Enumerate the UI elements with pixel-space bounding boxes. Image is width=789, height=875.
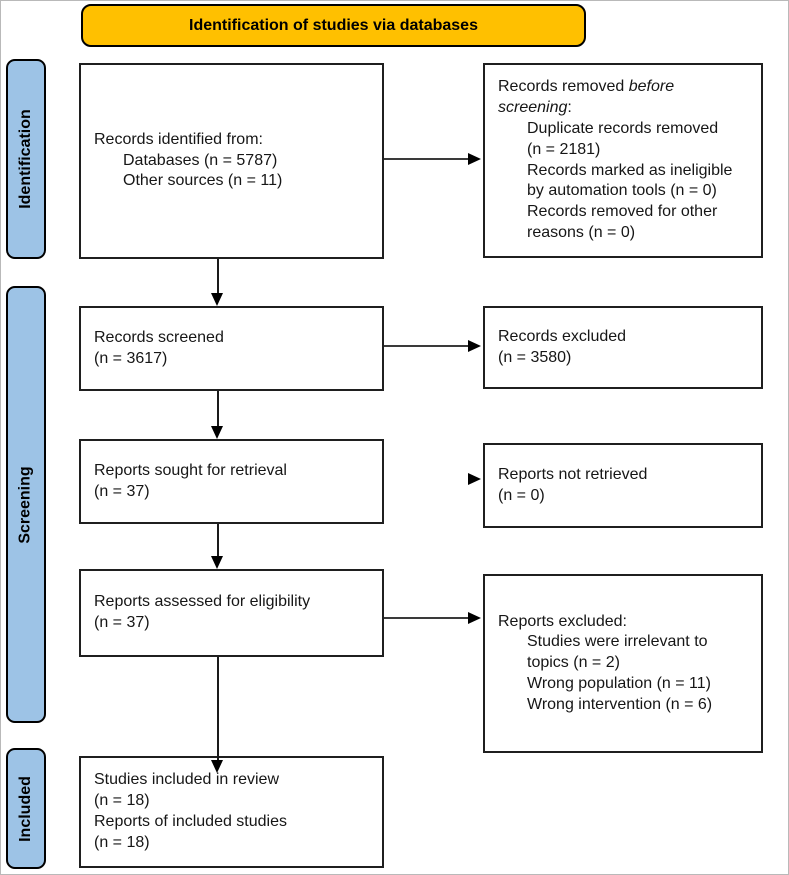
box-line: Records marked as ineligible by automati… xyxy=(527,161,733,200)
connector-line xyxy=(217,657,219,761)
connector-line xyxy=(384,345,469,347)
box-line: (n = 0) xyxy=(498,486,545,504)
stage-label-identification: Identification xyxy=(17,109,34,209)
connector-line xyxy=(384,158,469,160)
box-line: Reports assessed for eligibility xyxy=(94,593,311,611)
box-line: Other sources (n = 11) xyxy=(123,172,283,190)
box-line: Databases (n = 5787) xyxy=(123,151,278,169)
box-line: Wrong intervention (n = 6) xyxy=(527,695,713,713)
box-line: Records excluded xyxy=(498,327,627,345)
banner-title: Identification of studies via databases xyxy=(189,16,478,34)
stage-label-included: Included xyxy=(17,775,34,842)
flow-box-records-excluded: Records excluded (n = 3580) xyxy=(483,306,763,389)
arrow-down-icon xyxy=(211,556,223,569)
box-line: Reports sought for retrieval xyxy=(94,461,287,479)
box-line: (n = 37) xyxy=(94,482,150,500)
flow-box-studies-included: Studies included in review (n = 18) Repo… xyxy=(79,756,384,868)
box-line: Studies were irrelevant to topics (n = 2… xyxy=(527,633,708,672)
arrow-right-icon xyxy=(468,340,481,352)
box-line: Records removed before screening: xyxy=(498,78,675,117)
box-line: (n = 37) xyxy=(94,614,150,631)
box-line: Duplicate records removed (n = 2181) xyxy=(527,119,719,158)
stage-screening: Screening xyxy=(6,286,46,723)
flow-box-records-removed: Records removed before screening: Duplic… xyxy=(483,63,763,258)
flow-box-reports-assessed: Reports assessed for eligibility (n = 37… xyxy=(79,569,384,657)
arrow-right-icon xyxy=(468,612,481,624)
box-line: (n = 3617) xyxy=(94,349,168,367)
box-line: (n = 3580) xyxy=(498,348,572,366)
box-line: Studies included in review xyxy=(94,771,279,789)
box-line: (n = 18) xyxy=(94,792,150,810)
connector-line xyxy=(217,524,219,557)
flow-box-reports-sought: Reports sought for retrieval (n = 37) xyxy=(79,439,384,524)
box-line: (n = 18) xyxy=(94,833,150,851)
box-line: Reports excluded: xyxy=(498,612,627,630)
banner: Identification of studies via databases xyxy=(81,4,586,47)
stage-label-screening: Screening xyxy=(17,465,35,544)
arrow-right-icon xyxy=(468,473,481,485)
arrow-down-icon xyxy=(211,426,223,439)
flow-box-records-identified: Records identified from: Databases (n = … xyxy=(79,63,384,259)
box-line: Records screened xyxy=(94,328,224,346)
arrow-down-icon xyxy=(211,760,223,773)
box-line: Reports of included studies xyxy=(94,813,287,830)
flow-box-records-screened: Records screened (n = 3617) xyxy=(79,306,384,391)
flow-box-reports-excluded: Reports excluded: Studies were irrelevan… xyxy=(483,574,763,753)
connector-line xyxy=(217,259,219,294)
flow-box-reports-not-retrieved: Reports not retrieved (n = 0) xyxy=(483,443,763,528)
box-line: Reports not retrieved xyxy=(498,465,648,483)
box-line: Records removed for other reasons (n = 0… xyxy=(527,203,718,241)
box-line: Wrong population (n = 11) xyxy=(527,674,711,692)
stage-included: Included xyxy=(6,748,46,869)
arrow-down-icon xyxy=(211,293,223,306)
arrow-right-icon xyxy=(468,153,481,165)
connector-line xyxy=(384,617,469,619)
connector-line xyxy=(217,391,219,427)
stage-identification: Identification xyxy=(6,59,46,259)
box-line: Records identified from: xyxy=(94,130,263,148)
